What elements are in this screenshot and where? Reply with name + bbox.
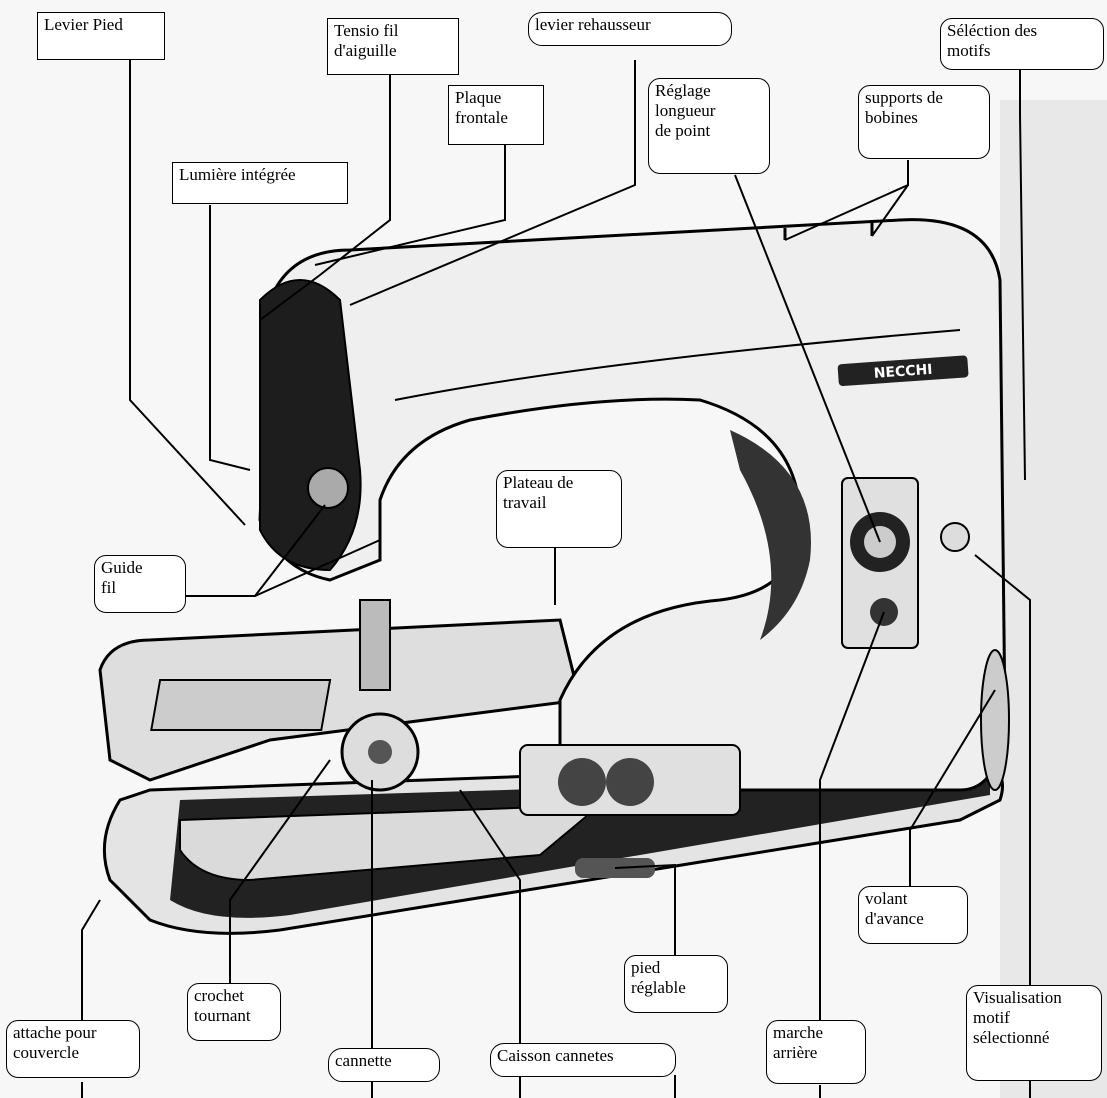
leader-visualisation <box>974 554 1031 985</box>
bobbin-2 <box>606 758 654 806</box>
hook-center <box>368 740 392 764</box>
label-reglage-longueur-line2: longueur <box>655 101 716 120</box>
leader-volant <box>909 689 996 886</box>
label-supports-bobines: supports de bobines <box>858 85 990 159</box>
label-selection-motifs-line1: Séléction des <box>947 21 1038 40</box>
label-supports-bobines-line1: supports de <box>865 88 943 107</box>
label-cannette-text: cannette <box>335 1051 392 1070</box>
label-levier-pied: Levier Pied <box>37 12 165 60</box>
label-crochet-tournant: crochet tournant <box>187 983 281 1041</box>
label-lumiere-integree: Lumière intégrée <box>172 162 348 204</box>
pattern-window <box>940 522 970 552</box>
label-tension-fil-line1: Tensio fil <box>334 21 399 40</box>
tension-dial <box>307 467 349 509</box>
leader-reglage <box>734 174 881 543</box>
label-volant-avance-line2: d'avance <box>865 909 924 928</box>
label-selection-motifs: Séléction des motifs <box>940 18 1104 70</box>
label-lumiere-integree-text: Lumière intégrée <box>179 165 296 184</box>
leader-plaque <box>314 145 506 266</box>
label-guide-fil-line1: Guide <box>101 558 143 577</box>
label-visualisation-motif-line3: sélectionné <box>973 1028 1050 1047</box>
brand-text: NECCHI <box>873 362 933 382</box>
label-tension-fil-line2: d'aiguille <box>334 41 397 60</box>
brand-plate <box>837 355 969 387</box>
leader-caisson <box>459 789 521 1043</box>
arm-curve-shade <box>730 430 811 640</box>
label-caisson-cannetes: Caisson cannetes <box>490 1043 676 1077</box>
label-levier-rehausseur: levier rehausseur <box>528 12 732 46</box>
label-pied-reglable-line2: réglable <box>631 978 686 997</box>
leader-pied-reglable <box>614 863 676 955</box>
label-crochet-tournant-line2: tournant <box>194 1006 251 1025</box>
label-plateau-travail: Plateau de travail <box>496 470 622 548</box>
needle-plate <box>150 679 332 731</box>
label-plateau-travail-line2: travail <box>503 493 547 512</box>
leader-selection <box>1019 70 1026 481</box>
label-marche-arriere: marche arrière <box>766 1020 866 1084</box>
label-attache-couvercle: attache pour couvercle <box>6 1020 140 1078</box>
label-levier-pied-text: Levier Pied <box>44 15 123 34</box>
arm-groove <box>394 329 961 401</box>
label-supports-bobines-line2: bobines <box>865 108 918 127</box>
label-visualisation-motif-line2: motif <box>973 1008 1010 1027</box>
label-volant-avance: volant d'avance <box>858 886 968 944</box>
label-reglage-longueur: Réglage longueur de point <box>648 78 770 174</box>
leader-tension <box>259 75 391 321</box>
leader-attache <box>81 899 101 1020</box>
leader-lumiere <box>209 205 251 471</box>
work-plateau <box>98 618 582 782</box>
label-reglage-longueur-line1: Réglage <box>655 81 711 100</box>
label-crochet-tournant-line1: crochet <box>194 986 245 1005</box>
leader-crochet <box>229 759 331 983</box>
leader-lines <box>81 60 1031 1098</box>
leader-guide-2 <box>254 539 381 597</box>
label-levier-rehausseur-text: levier rehausseur <box>535 15 651 34</box>
label-marche-arriere-line2: arrière <box>773 1043 818 1062</box>
hand-wheel <box>980 649 1010 791</box>
leader-marche <box>819 611 885 1020</box>
label-cannette: cannette <box>328 1048 440 1082</box>
leader-rehausseur <box>349 60 636 306</box>
label-visualisation-motif-line1: Visualisation <box>973 988 1062 1007</box>
label-attache-couvercle-line2: couvercle <box>13 1043 80 1062</box>
paper-shade-right <box>1000 100 1107 1098</box>
label-caisson-cannetes-text: Caisson cannetes <box>497 1046 614 1065</box>
label-plaque-frontale-line1: Plaque <box>455 88 502 107</box>
label-marche-arriere-line1: marche <box>773 1023 824 1042</box>
bobbin-1 <box>558 758 606 806</box>
label-selection-motifs-line2: motifs <box>947 41 991 60</box>
label-tension-fil: Tensio fil d'aiguille <box>327 18 459 75</box>
leader-levier-pied <box>129 60 246 526</box>
label-pied-reglable: pied réglable <box>624 955 728 1013</box>
label-attache-couvercle-line1: attache pour <box>13 1023 97 1042</box>
label-pied-reglable-line1: pied <box>631 958 661 977</box>
label-visualisation-motif: Visualisation motif sélectionné <box>966 985 1102 1081</box>
leader-supports-2 <box>871 184 909 237</box>
label-volant-avance-line1: volant <box>865 889 908 908</box>
label-reglage-longueur-line3: de point <box>655 121 711 140</box>
base-dark-trim <box>170 775 990 918</box>
presser-foot <box>359 599 391 691</box>
label-guide-fil-line2: fil <box>101 578 117 597</box>
label-plaque-frontale: Plaque frontale <box>448 85 544 145</box>
label-plaque-frontale-line2: frontale <box>455 108 508 127</box>
label-guide-fil: Guide fil <box>94 555 186 613</box>
label-plateau-travail-line1: Plateau de <box>503 473 574 492</box>
